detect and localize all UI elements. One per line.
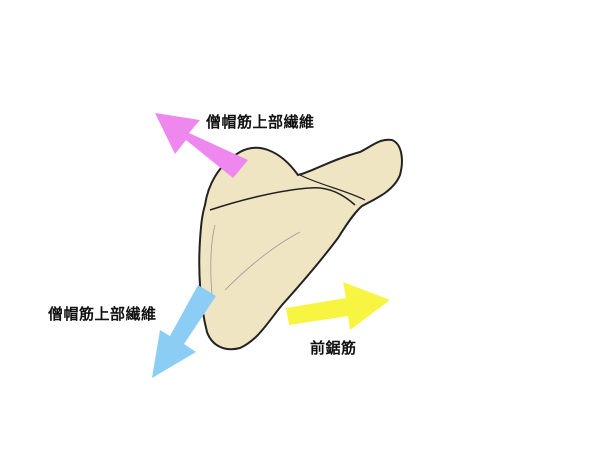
label-upper-trapezius-top: 僧帽筋上部繊維 xyxy=(206,113,315,131)
blue-arrow xyxy=(152,285,216,378)
label-serratus-anterior: 前鋸筋 xyxy=(310,339,357,357)
scapula-bone xyxy=(198,138,403,351)
scapula-ridge xyxy=(210,224,216,296)
pink-arrow xyxy=(155,113,248,178)
label-upper-trapezius-left: 僧帽筋上部繊維 xyxy=(48,305,157,323)
scapula-spine xyxy=(209,186,356,211)
scapula-ridge xyxy=(224,231,301,291)
yellow-arrow xyxy=(286,282,390,330)
scapula-acromion xyxy=(299,174,366,201)
